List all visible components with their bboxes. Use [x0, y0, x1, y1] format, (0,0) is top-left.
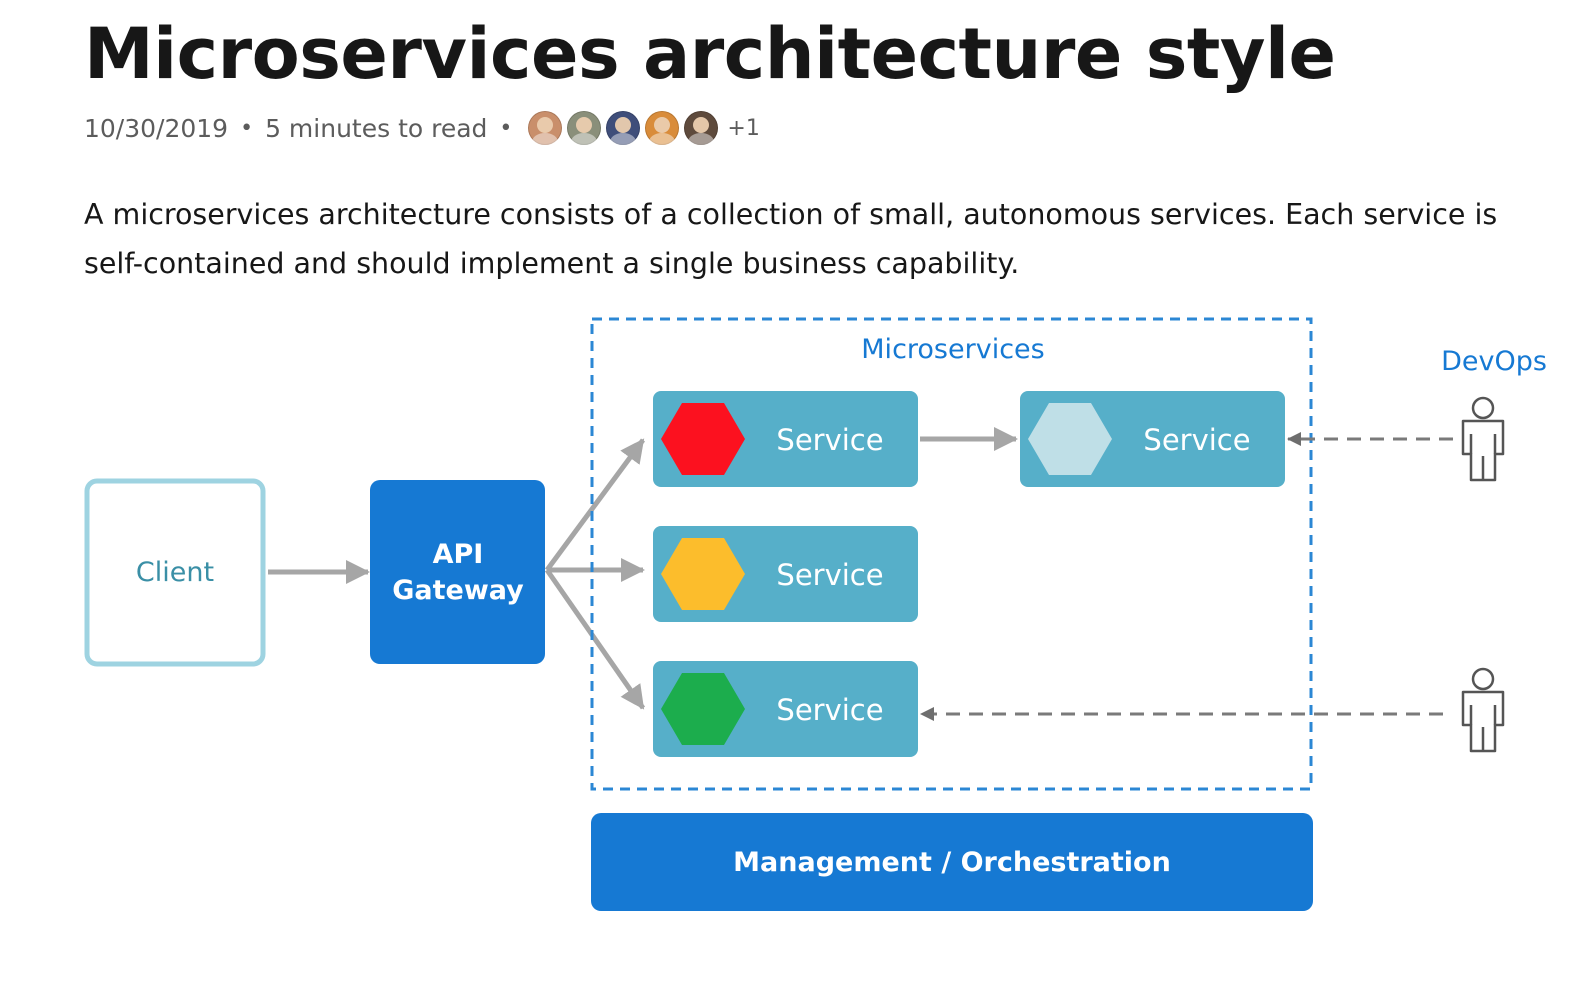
intro-paragraph: A microservices architecture consists of…	[84, 198, 1498, 280]
management-orchestration-bar	[591, 813, 1313, 911]
meta-separator: •	[240, 115, 254, 141]
contributor-4-avatar[interactable]	[645, 111, 680, 145]
article-date: 10/30/2019	[84, 113, 229, 143]
service-label-2: Service	[1143, 423, 1250, 457]
contributor-5-avatar[interactable]	[684, 111, 719, 145]
service-hexagon-icon-1	[661, 403, 745, 475]
service-hexagon-icon-3	[661, 538, 745, 610]
devops-label: DevOps	[1441, 346, 1547, 377]
microservices-label: Microservices	[861, 334, 1044, 365]
contributors-list[interactable]	[528, 111, 723, 145]
service-hexagon-icon-2	[1028, 403, 1112, 475]
contributor-2-avatar[interactable]	[567, 111, 602, 145]
service-label-3: Service	[776, 558, 883, 592]
gateway-to-service-bottom-arrow	[544, 568, 646, 710]
api-gateway-box	[370, 480, 545, 664]
service-label-4: Service	[776, 693, 883, 727]
article-metadata: 10/30/2019 • 5 minutes to read • +1	[84, 108, 760, 148]
read-time: 5 minutes to read	[265, 113, 488, 143]
person-icon	[1461, 667, 1505, 753]
person-icon	[1461, 396, 1505, 482]
service-hexagon-icon-4	[661, 673, 745, 745]
gateway-label-gateway: Gateway	[392, 575, 524, 606]
service-label-1: Service	[776, 423, 883, 457]
microservices-container	[590, 317, 1313, 791]
management-label: Management / Orchestration	[733, 847, 1171, 878]
contributor-1-avatar[interactable]	[528, 111, 563, 145]
meta-separator: •	[499, 115, 513, 141]
client-box	[84, 478, 266, 667]
gateway-label-api: API	[433, 539, 484, 570]
page-title: Microservices architecture style	[84, 13, 1336, 95]
client-label: Client	[136, 557, 214, 588]
more-contributors-link[interactable]: +1	[727, 115, 760, 141]
contributor-3-avatar[interactable]	[606, 111, 641, 145]
gateway-to-service-top-arrow	[544, 438, 646, 572]
